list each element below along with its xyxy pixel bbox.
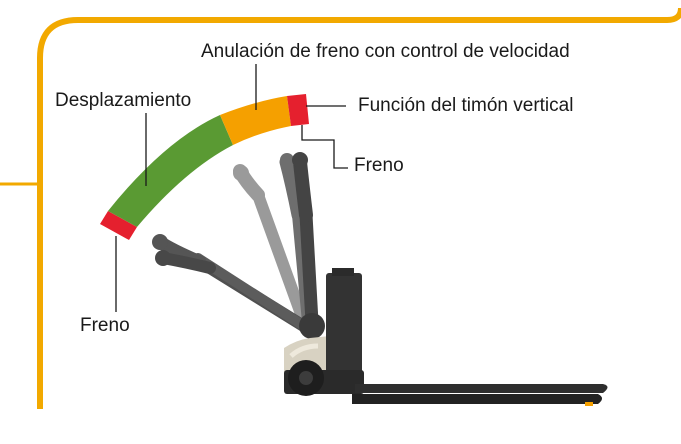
label-desplazamiento: Desplazamiento <box>55 90 192 111</box>
frame-border <box>37 7 681 409</box>
label-freno-upper: Freno <box>354 155 404 176</box>
arc-override <box>220 96 291 145</box>
arc-brake-upper <box>287 94 309 126</box>
leader-freno-top <box>301 125 348 169</box>
label-freno-lower: Freno <box>80 315 130 336</box>
tiller-handle-vertical <box>292 152 319 329</box>
label-anulacion-freno: Anulación de freno con control de veloci… <box>201 41 570 62</box>
tiller-pivot <box>299 313 325 339</box>
tiller-handle-low <box>152 234 316 336</box>
arc-travel <box>108 115 233 227</box>
label-funcion-timon: Función del timón vertical <box>358 95 574 116</box>
pallet-truck <box>284 268 608 406</box>
arc-brake-lower <box>100 211 137 240</box>
tiller-handle-light <box>233 164 311 331</box>
